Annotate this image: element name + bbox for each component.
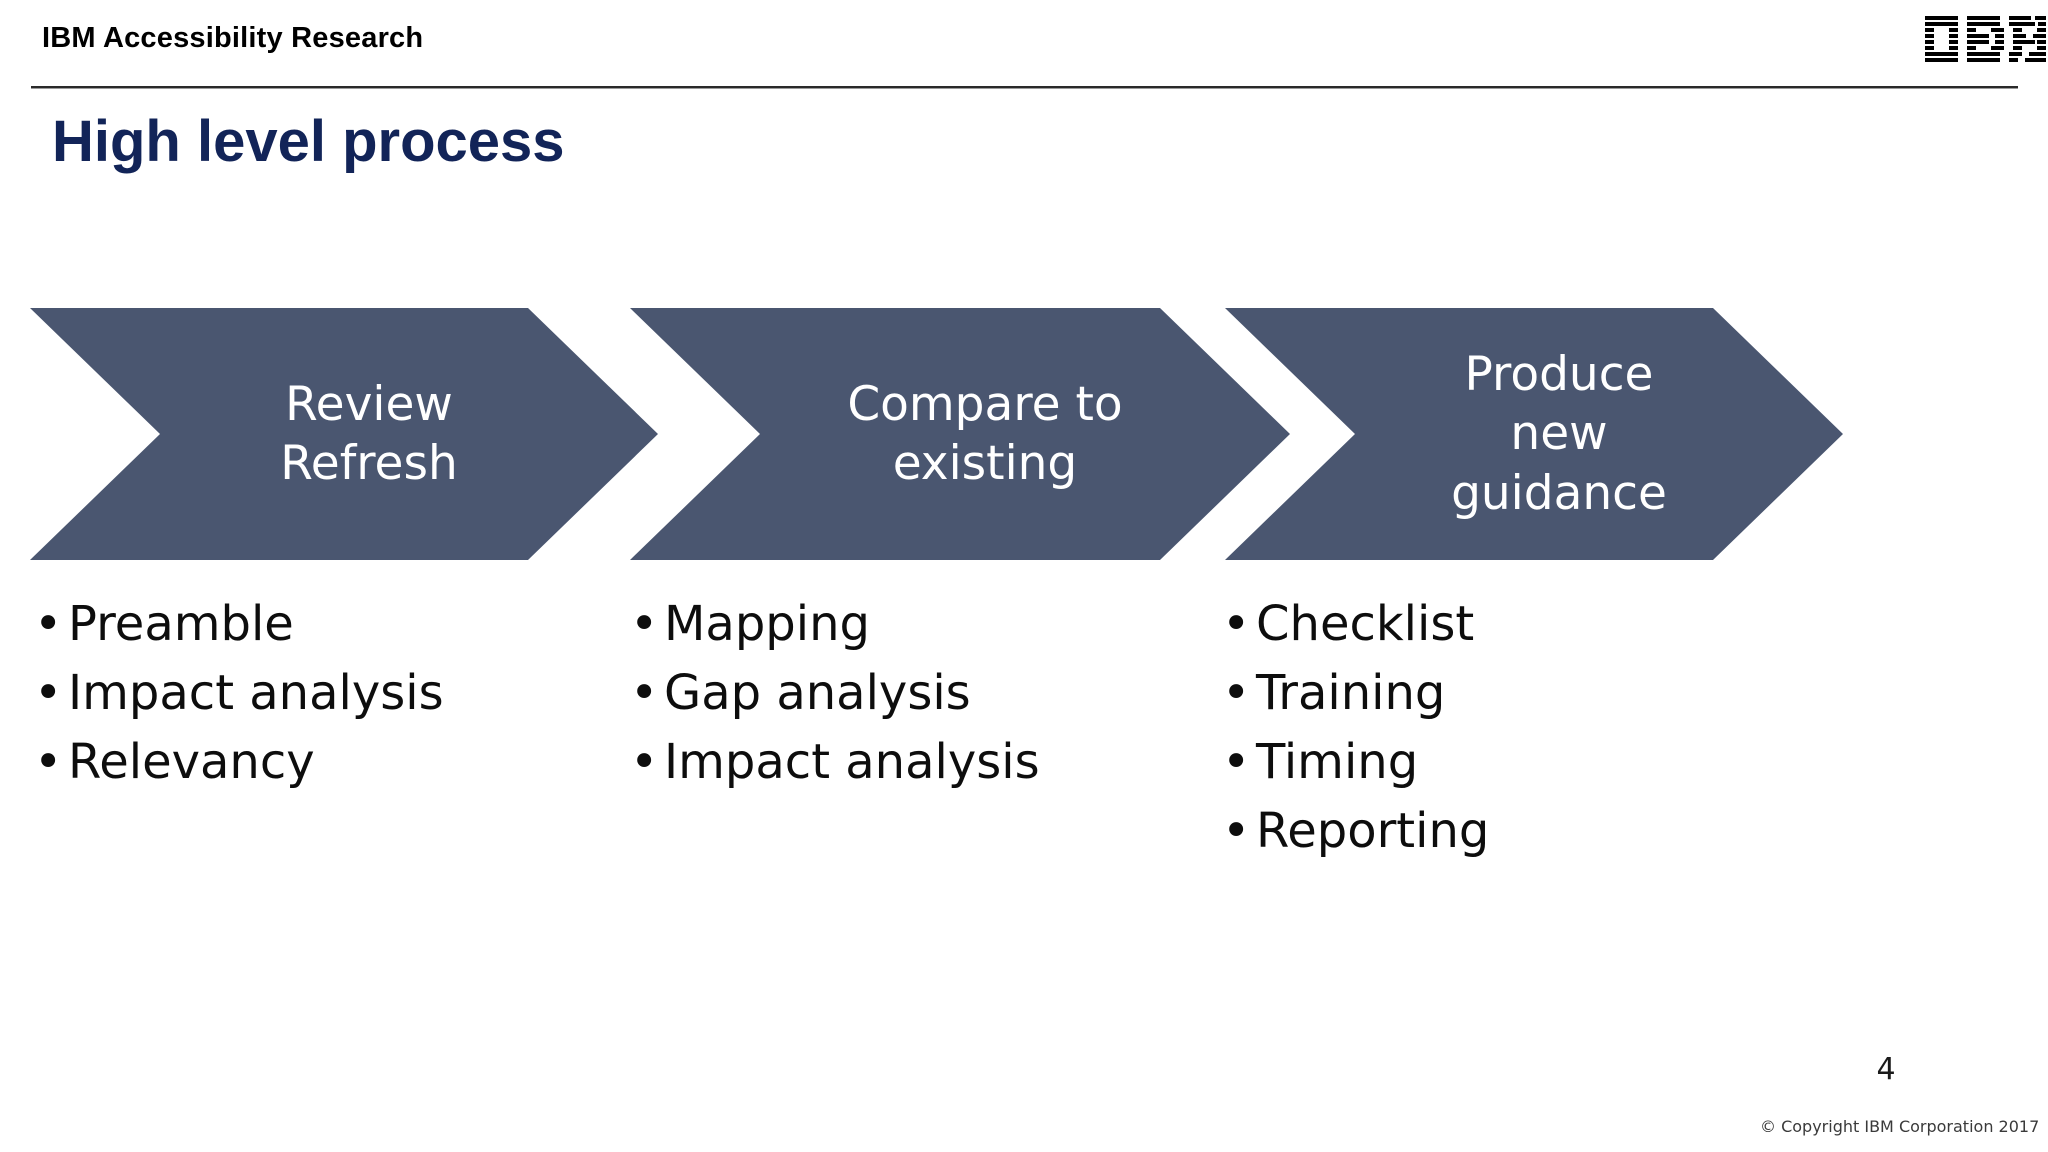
list-item: • Gap analysis bbox=[630, 669, 1060, 717]
list-item-label: Gap analysis bbox=[664, 665, 971, 721]
bullet-dot-icon: • bbox=[630, 734, 659, 790]
page-number: 4 bbox=[1876, 1052, 1896, 1087]
list-item: • Mapping bbox=[630, 600, 1060, 648]
header-title: IBM Accessibility Research bbox=[42, 22, 424, 54]
bullet-dot-icon: • bbox=[1222, 665, 1251, 721]
process-step-1-chevron: Review Refresh bbox=[30, 308, 658, 560]
list-item: • Reporting bbox=[1222, 807, 1652, 855]
page-title: High level process bbox=[52, 109, 565, 174]
copyright-notice: © Copyright IBM Corporation 2017 bbox=[1760, 1117, 2040, 1136]
list-item-label: Impact analysis bbox=[664, 734, 1040, 790]
header-divider bbox=[31, 86, 2018, 89]
bullet-dot-icon: • bbox=[1222, 734, 1251, 790]
ibm-logo-icon bbox=[1925, 16, 2046, 64]
process-step-3-bullet-list: • Checklist • Training • Timing • Report… bbox=[1222, 600, 1652, 876]
process-step-3-chevron: Produce new guidance bbox=[1225, 308, 1843, 560]
list-item-label: Impact analysis bbox=[68, 665, 444, 721]
process-chevron-band: Review Refresh Compare to existing Produ… bbox=[0, 308, 2048, 564]
list-item: • Checklist bbox=[1222, 600, 1652, 648]
process-step-1-bullet-list: • Preamble • Impact analysis • Relevancy bbox=[34, 600, 464, 807]
list-item: • Timing bbox=[1222, 738, 1652, 786]
list-item: • Relevancy bbox=[34, 738, 464, 786]
list-item: • Impact analysis bbox=[630, 738, 1060, 786]
process-step-2-label: Compare to existing bbox=[847, 376, 1123, 491]
bullet-dot-icon: • bbox=[630, 596, 659, 652]
bullet-dot-icon: • bbox=[630, 665, 659, 721]
bullet-dot-icon: • bbox=[34, 665, 63, 721]
process-step-3-label: Produce new guidance bbox=[1451, 347, 1667, 521]
process-step-2-chevron: Compare to existing bbox=[630, 308, 1290, 560]
bullet-dot-icon: • bbox=[1222, 596, 1251, 652]
bullet-dot-icon: • bbox=[34, 734, 63, 790]
list-item-label: Timing bbox=[1256, 734, 1419, 790]
list-item-label: Relevancy bbox=[68, 734, 315, 790]
process-step-2-bullet-list: • Mapping • Gap analysis • Impact analys… bbox=[630, 600, 1060, 807]
bullet-dot-icon: • bbox=[34, 596, 63, 652]
list-item-label: Preamble bbox=[68, 596, 294, 652]
list-item: • Impact analysis bbox=[34, 669, 464, 717]
list-item-label: Reporting bbox=[1256, 803, 1490, 859]
list-item: • Preamble bbox=[34, 600, 464, 648]
bullet-dot-icon: • bbox=[1222, 803, 1251, 859]
list-item-label: Training bbox=[1256, 665, 1446, 721]
list-item-label: Mapping bbox=[664, 596, 870, 652]
process-step-1-label: Review Refresh bbox=[280, 376, 458, 491]
list-item: • Training bbox=[1222, 669, 1652, 717]
list-item-label: Checklist bbox=[1256, 596, 1475, 652]
